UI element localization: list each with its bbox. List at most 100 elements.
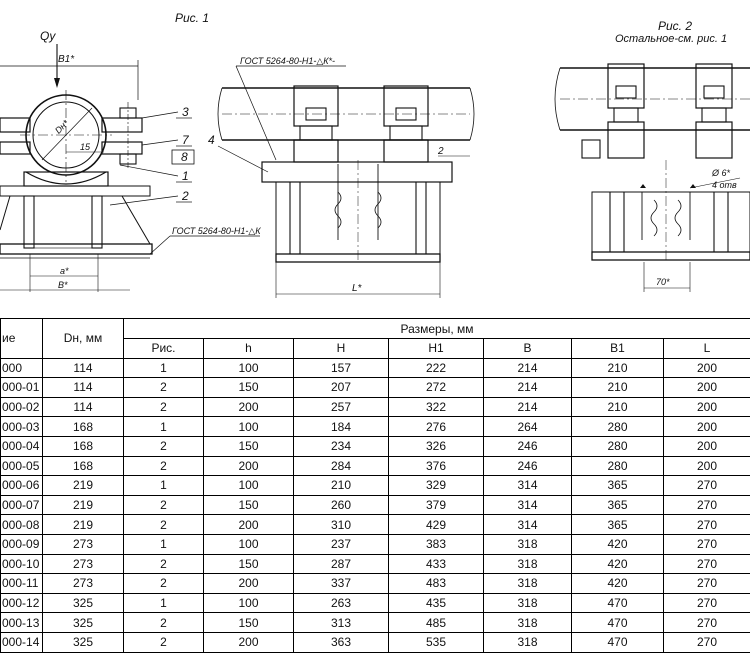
table-cell: 000-12 bbox=[0, 592, 43, 614]
dim-b: B* bbox=[58, 280, 68, 290]
table-cell: 000-05 bbox=[0, 455, 43, 477]
dimensions-table: ие Dн, мм Размеры, мм Рис. h H H1 B B1 L… bbox=[0, 318, 750, 653]
table-cell: 1 bbox=[123, 416, 204, 437]
table-cell: 157 bbox=[293, 357, 389, 379]
table-cell: 237 bbox=[293, 533, 389, 555]
table-cell: 150 bbox=[203, 435, 294, 457]
hole-dia: Ø 6* bbox=[711, 168, 731, 178]
table-cell: 214 bbox=[483, 357, 572, 379]
table-cell: 150 bbox=[203, 612, 294, 633]
table-cell: 100 bbox=[203, 475, 294, 496]
subheader-h: h bbox=[203, 338, 294, 359]
dim-2: 2 bbox=[437, 146, 444, 157]
callout-1: 1 bbox=[182, 169, 189, 183]
table-cell: 326 bbox=[388, 435, 484, 457]
fig2-title: Рис. 2 bbox=[658, 19, 692, 33]
table-cell: 264 bbox=[483, 416, 572, 437]
callout-7: 7 bbox=[182, 133, 190, 147]
table-cell: 270 bbox=[663, 533, 750, 555]
table-cell: 318 bbox=[483, 592, 572, 614]
table-cell: 365 bbox=[571, 475, 664, 496]
table-cell: 313 bbox=[293, 612, 389, 633]
table-cell: 200 bbox=[203, 455, 294, 477]
table-cell: 270 bbox=[663, 631, 750, 653]
table-cell: 000-03 bbox=[0, 416, 43, 437]
table-cell: 2 bbox=[123, 631, 204, 653]
table-cell: 270 bbox=[663, 494, 750, 516]
table-cell: 000-10 bbox=[0, 553, 43, 575]
callout-4: 4 bbox=[208, 133, 215, 147]
table-cell: 280 bbox=[571, 435, 664, 457]
table-cell: 365 bbox=[571, 514, 664, 535]
subheader-B1: B1 bbox=[571, 338, 664, 359]
table-cell: 270 bbox=[663, 612, 750, 633]
table-cell: 168 bbox=[42, 416, 124, 437]
table-cell: 318 bbox=[483, 553, 572, 575]
dims-header: Размеры, мм bbox=[123, 318, 750, 339]
table-cell: 200 bbox=[203, 631, 294, 653]
table-cell: 000 bbox=[0, 357, 43, 379]
table-cell: 314 bbox=[483, 514, 572, 535]
table-cell: 483 bbox=[388, 573, 484, 594]
table-cell: 000-06 bbox=[0, 475, 43, 496]
table-cell: 280 bbox=[571, 416, 664, 437]
table-cell: 200 bbox=[203, 514, 294, 535]
table-cell: 270 bbox=[663, 514, 750, 535]
table-cell: 287 bbox=[293, 553, 389, 575]
table-header-row: ие Dн, мм Размеры, мм bbox=[0, 318, 750, 359]
table-cell: 318 bbox=[483, 612, 572, 633]
table-cell: 2 bbox=[123, 494, 204, 516]
table-cell: 219 bbox=[42, 514, 124, 535]
subheader-H: H bbox=[293, 338, 389, 359]
table-cell: 214 bbox=[483, 396, 572, 418]
table-cell: 263 bbox=[293, 592, 389, 614]
table-cell: 433 bbox=[388, 553, 484, 575]
table-cell: 420 bbox=[571, 553, 664, 575]
table-cell: 200 bbox=[663, 435, 750, 457]
table-cell: 2 bbox=[123, 377, 204, 398]
dim-70: 70* bbox=[656, 277, 670, 287]
table-cell: 222 bbox=[388, 357, 484, 379]
table-cell: 207 bbox=[293, 377, 389, 398]
table-cell: 100 bbox=[203, 592, 294, 614]
table-cell: 000-02 bbox=[0, 396, 43, 418]
table-cell: 270 bbox=[663, 553, 750, 575]
table-cell: 337 bbox=[293, 573, 389, 594]
table-cell: 314 bbox=[483, 475, 572, 496]
table-cell: 114 bbox=[42, 377, 124, 398]
table-cell: 257 bbox=[293, 396, 389, 418]
figure-2-view: Рис. 2 Остальное-см. рис. 1 Ø 6* 4 отв bbox=[554, 19, 750, 292]
figure-1-view: Рис. 1 Qy B1* Dн* 15 3 7 8 bbox=[0, 11, 261, 292]
table-cell: 200 bbox=[663, 455, 750, 477]
table-cell: 100 bbox=[203, 357, 294, 379]
table-cell: 272 bbox=[388, 377, 484, 398]
table-cell: 376 bbox=[388, 455, 484, 477]
table-cell: 276 bbox=[388, 416, 484, 437]
table-cell: 485 bbox=[388, 612, 484, 633]
fig1-title: Рис. 1 bbox=[175, 11, 209, 25]
table-cell: 150 bbox=[203, 553, 294, 575]
figure-1-side-view: ГОСТ 5264-80-Н1-△К*- 4 2 bbox=[208, 56, 475, 298]
table-cell: 329 bbox=[388, 475, 484, 496]
table-cell: 000-08 bbox=[0, 514, 43, 535]
hole-count: 4 отв bbox=[712, 180, 737, 190]
callout-3: 3 bbox=[182, 105, 189, 119]
table-cell: 000-04 bbox=[0, 435, 43, 457]
table-cell: 200 bbox=[663, 396, 750, 418]
table-cell: 270 bbox=[663, 573, 750, 594]
table-cell: 246 bbox=[483, 455, 572, 477]
dim-15: 15 bbox=[80, 142, 91, 152]
table-cell: 246 bbox=[483, 435, 572, 457]
weld-note-side: ГОСТ 5264-80-Н1-△К bbox=[172, 226, 261, 236]
